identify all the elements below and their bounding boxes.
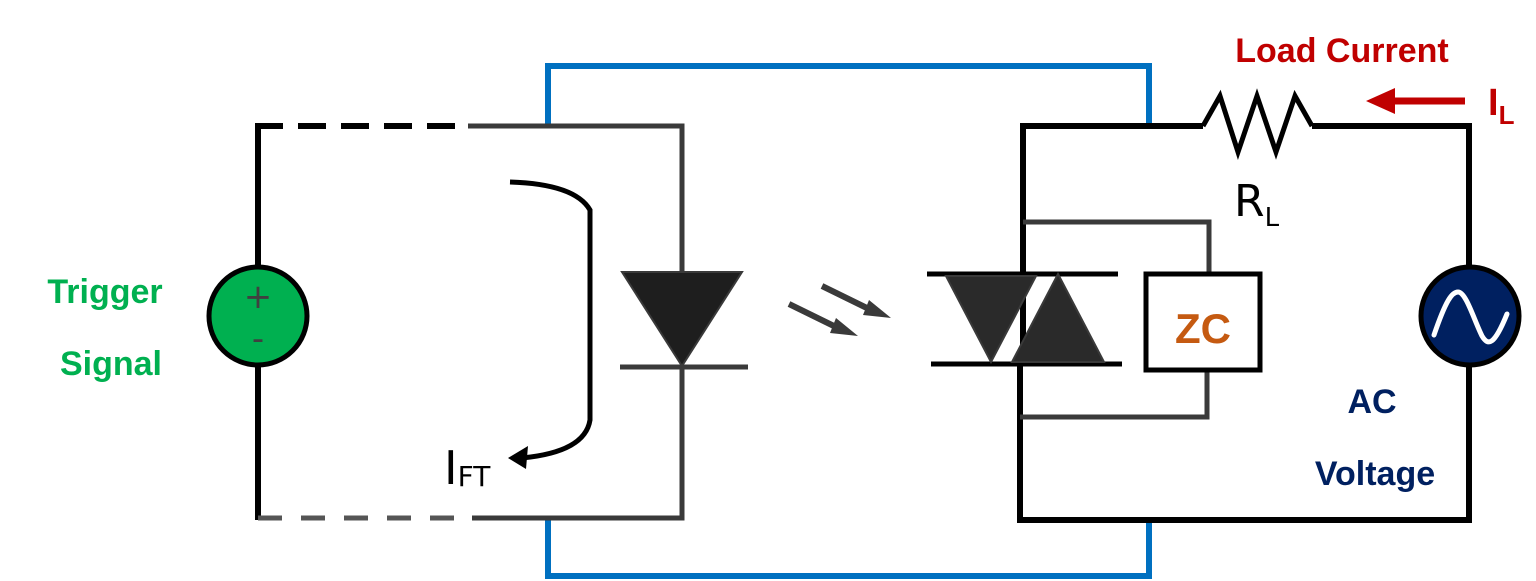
source-minus-sign: - [252,319,264,359]
source-plus-sign: + [244,277,273,317]
zc-label: ZC [1175,305,1231,352]
trigger-signal-label-line1: Trigger [47,273,162,311]
load-current-arrow-icon [1366,88,1465,114]
resistor-label: RL [1234,176,1280,233]
resistor-label-main: R [1234,176,1265,227]
load-current-symbol-sub: L [1499,100,1515,130]
optocoupler-package-outline [545,63,1152,579]
zero-cross-block: ZC [1143,271,1263,373]
ac-voltage-label-line2: Voltage [1315,455,1435,493]
trigger-signal-label-line2: Signal [60,345,162,383]
ac-voltage-label-line1: AC [1347,383,1396,421]
light-emission-arrows-icon [787,283,891,336]
ift-current-arrow-icon [508,179,593,469]
sine-wave-icon [1431,289,1510,345]
load-current-symbol: IL [1488,82,1515,130]
phototriac-icon [927,271,1122,367]
ift-current-label-sub: FT [458,460,492,493]
resistor-label-sub: L [1265,203,1280,233]
ac-voltage-source [1418,264,1522,368]
ift-current-label-main: I [444,441,458,495]
led-diode-icon [620,271,748,370]
load-current-symbol-main: I [1488,82,1499,124]
load-current-title: Load Current [1235,32,1448,70]
load-resistor-icon [1200,88,1315,160]
trigger-source: + - [206,264,310,368]
ift-current-label: IFT [444,441,491,495]
